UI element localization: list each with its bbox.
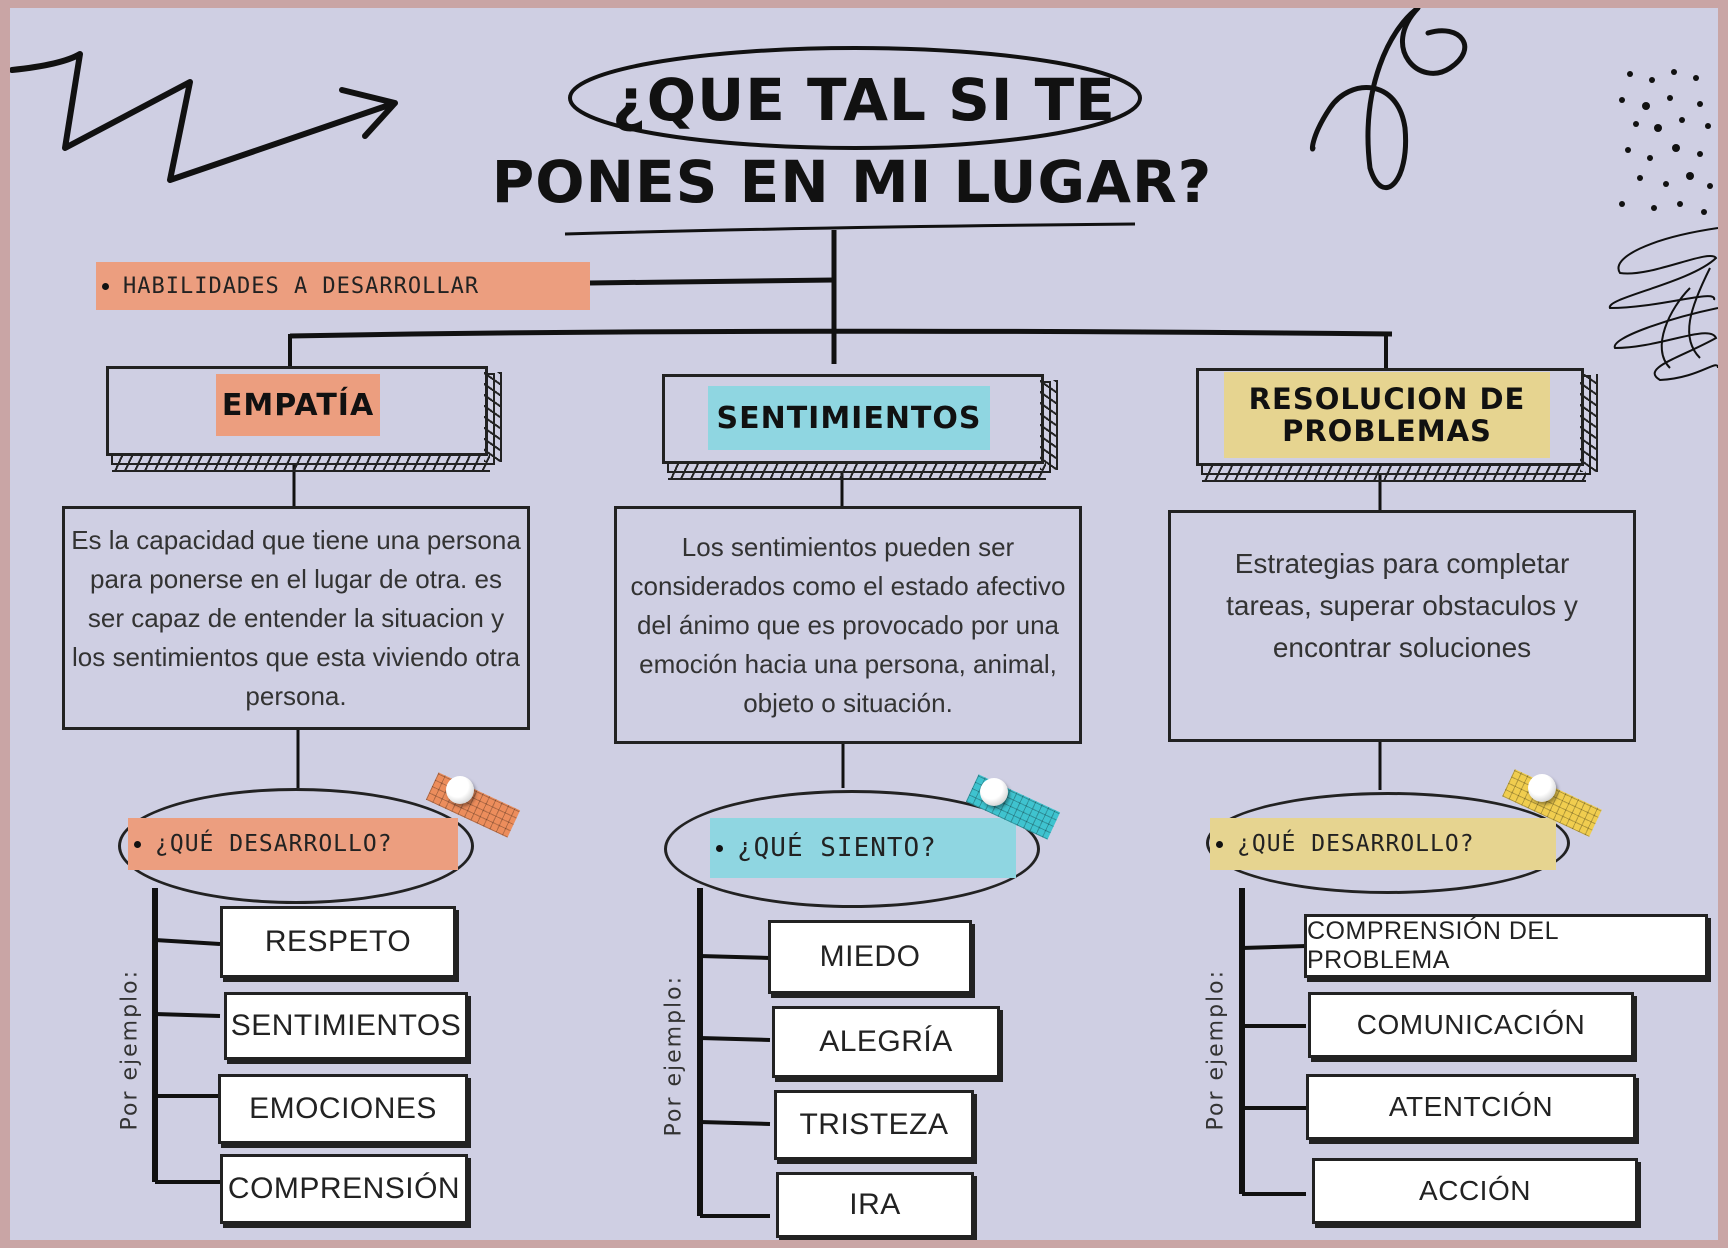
connector-lines — [10, 8, 1718, 1218]
mind-map-canvas: ¿QUE TAL SI TE PONES EN MI LUGAR? HABILI… — [10, 8, 1718, 1240]
root-label: HABILIDADES A DESARROLLAR — [96, 262, 590, 310]
example-item: RESPETO — [220, 906, 456, 978]
loop-doodle — [1309, 8, 1468, 191]
example-item: ACCIÓN — [1312, 1158, 1638, 1224]
description-sentimientos: Los sentimientos pueden ser considerados… — [614, 506, 1082, 744]
dot-pattern — [1619, 69, 1713, 215]
example-item: COMPRENSIÓN — [220, 1154, 468, 1224]
example-label-empatia: Por ejemplo: — [117, 968, 143, 1131]
example-item: MIEDO — [768, 920, 972, 994]
zigzag-arrow-decoration — [10, 51, 398, 183]
example-item: SENTIMIENTOS — [224, 992, 468, 1060]
example-item: IRA — [776, 1172, 974, 1238]
bullet-icon — [134, 840, 141, 848]
pin-icon — [1528, 774, 1556, 802]
pin-icon — [446, 776, 474, 804]
heading-box-hatch-side — [484, 372, 502, 462]
example-item: COMUNICACIÓN — [1308, 992, 1634, 1058]
bullet-icon — [716, 844, 723, 852]
heading-resolucion: RESOLUCION DE PROBLEMAS — [1224, 372, 1550, 458]
heading-sentimientos: SENTIMIENTOS — [708, 386, 990, 450]
example-label-resolucion: Por ejemplo: — [1203, 968, 1229, 1131]
question-oval-resolucion — [1206, 792, 1570, 894]
question-empatia: ¿QUÉ DESARROLLO? — [128, 818, 458, 870]
scribble-doodle — [1608, 227, 1718, 382]
example-item: EMOCIONES — [218, 1074, 468, 1144]
title-oval — [568, 46, 1142, 150]
title-line-1: ¿QUE TAL SI TE — [612, 66, 1116, 134]
example-item: ATENTCIÓN — [1306, 1074, 1636, 1140]
bullet-icon — [1216, 840, 1223, 848]
heading-box-hatch — [1202, 464, 1586, 482]
question-sentimientos-text: ¿QUÉ SIENTO? — [737, 833, 937, 863]
question-sentimientos: ¿QUÉ SIENTO? — [710, 818, 1016, 878]
heading-box-hatch-side — [1580, 374, 1598, 472]
question-empatia-text: ¿QUÉ DESARROLLO? — [155, 831, 393, 857]
example-item: ALEGRÍA — [772, 1006, 1000, 1078]
heading-empatia: EMPATÍA — [216, 374, 380, 436]
root-label-text: HABILIDADES A DESARROLLAR — [123, 273, 480, 299]
heading-box-hatch — [668, 462, 1046, 480]
heading-box-hatch-side — [1040, 380, 1058, 470]
question-resolucion: ¿QUÉ DESARROLLO? — [1210, 818, 1556, 870]
example-label-sentimientos: Por ejemplo: — [661, 974, 687, 1137]
question-oval-sentimientos — [664, 790, 1040, 908]
pin-icon — [980, 778, 1008, 806]
example-item: TRISTEZA — [774, 1090, 974, 1160]
question-oval-empatia — [118, 788, 474, 904]
title-line-2: PONES EN MI LUGAR? — [491, 148, 1213, 216]
question-resolucion-text: ¿QUÉ DESARROLLO? — [1237, 831, 1475, 857]
description-empatia: Es la capacidad que tiene una persona pa… — [62, 506, 530, 730]
bullet-icon — [102, 282, 109, 290]
description-resolucion: Estrategias para completar tareas, super… — [1168, 510, 1636, 742]
heading-box-hatch — [112, 454, 490, 472]
example-item: COMPRENSIÓN DEL PROBLEMA — [1304, 914, 1708, 978]
